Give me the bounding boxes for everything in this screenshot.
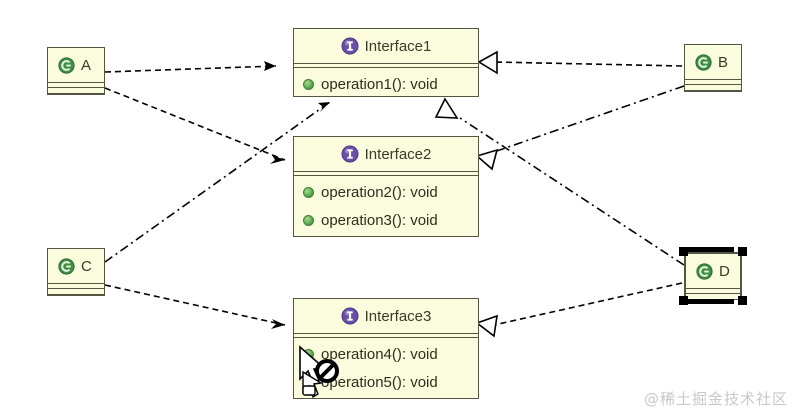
operation-dot-icon bbox=[303, 186, 314, 198]
class-node-c[interactable]: C bbox=[47, 248, 105, 296]
edge-d-interface3 bbox=[493, 282, 683, 326]
interface-node-interface3[interactable]: Interface3 operation4(): void operation5… bbox=[293, 298, 479, 399]
interface2-header: Interface2 bbox=[294, 137, 478, 171]
class-d-attributes-compartment bbox=[686, 288, 740, 293]
class-icon bbox=[58, 257, 75, 275]
interface-icon bbox=[341, 145, 359, 163]
operation-label: operation1(): void bbox=[321, 75, 438, 93]
class-node-a[interactable]: A bbox=[47, 47, 105, 95]
interface-icon bbox=[341, 307, 359, 325]
selection-handle-top-middle[interactable] bbox=[686, 247, 734, 252]
selection-handle-bottom-middle[interactable] bbox=[686, 299, 734, 304]
operation-dot-icon bbox=[303, 214, 314, 226]
class-c-operations-compartment bbox=[48, 288, 104, 295]
operation-label: operation3(): void bbox=[321, 211, 438, 229]
operation-row[interactable]: operation1(): void bbox=[294, 70, 478, 98]
interface1-operations: operation1(): void bbox=[294, 68, 478, 101]
class-icon bbox=[696, 262, 713, 280]
class-b-header: B bbox=[685, 45, 741, 79]
edge-b-interface2 bbox=[493, 85, 685, 153]
class-a-name: A bbox=[81, 56, 92, 74]
watermark: @稀土掘金技术社区 bbox=[643, 390, 788, 408]
edge-a-interface1 bbox=[104, 65, 277, 73]
interface-node-interface2[interactable]: Interface2 operation2(): void operation3… bbox=[293, 136, 479, 237]
arrowhead-b-interface2 bbox=[475, 148, 499, 171]
interface3-header: Interface3 bbox=[294, 299, 478, 333]
operation-row[interactable]: operation2(): void bbox=[294, 178, 478, 206]
operation-dot-icon bbox=[303, 376, 314, 388]
arrowhead-c-interface3 bbox=[271, 319, 285, 329]
operation-dot-icon bbox=[303, 348, 314, 360]
class-icon bbox=[695, 53, 712, 71]
class-a-attributes-compartment bbox=[48, 82, 104, 87]
class-b-attributes-compartment bbox=[685, 79, 741, 84]
interface1-header: Interface1 bbox=[294, 29, 478, 63]
interface3-name: Interface3 bbox=[364, 307, 432, 325]
class-node-b[interactable]: B bbox=[684, 44, 742, 92]
selection-handle-bottom-right[interactable] bbox=[738, 296, 747, 305]
operation-label: operation2(): void bbox=[321, 183, 438, 201]
class-d-header: D bbox=[686, 254, 740, 288]
edge-b-interface1 bbox=[493, 61, 683, 67]
class-c-name: C bbox=[81, 257, 92, 275]
interface2-name: Interface2 bbox=[364, 145, 432, 163]
arrowhead-a-interface2 bbox=[270, 155, 285, 164]
interface2-separator bbox=[294, 171, 478, 176]
selection-handle-bottom-left[interactable] bbox=[679, 296, 688, 305]
interface1-name: Interface1 bbox=[364, 37, 432, 55]
operation-label: operation4(): void bbox=[321, 345, 438, 363]
edge-a-interface2 bbox=[104, 87, 286, 161]
class-icon bbox=[58, 56, 75, 74]
selection-handle-top-left[interactable] bbox=[679, 247, 688, 256]
interface2-operations: operation2(): void operation3(): void bbox=[294, 176, 478, 237]
edge-c-interface3 bbox=[104, 284, 286, 326]
class-c-header: C bbox=[48, 249, 104, 283]
class-node-d[interactable]: D bbox=[684, 252, 742, 300]
edge-d-interface1 bbox=[459, 117, 685, 266]
arrowhead-d-interface1 bbox=[434, 97, 459, 119]
class-c-attributes-compartment bbox=[48, 283, 104, 288]
operation-row[interactable]: operation5(): void bbox=[294, 368, 478, 396]
arrowhead-a-interface1 bbox=[264, 61, 276, 71]
interface-node-interface1[interactable]: Interface1 operation1(): void bbox=[293, 28, 479, 97]
class-a-operations-compartment bbox=[48, 87, 104, 94]
class-b-operations-compartment bbox=[685, 84, 741, 91]
arrowhead-c-interface1 bbox=[318, 102, 330, 112]
class-d-name: D bbox=[719, 262, 730, 280]
arrowhead-d-interface3 bbox=[475, 314, 498, 338]
operation-label: operation5(): void bbox=[321, 373, 438, 391]
interface1-separator bbox=[294, 63, 478, 68]
operation-dot-icon bbox=[303, 78, 314, 90]
operation-row[interactable]: operation4(): void bbox=[294, 340, 478, 368]
operation-row[interactable]: operation3(): void bbox=[294, 206, 478, 234]
selection-handle-top-right[interactable] bbox=[738, 247, 747, 256]
arrowhead-b-interface1 bbox=[477, 50, 498, 75]
interface3-operations: operation4(): void operation5(): void bbox=[294, 338, 478, 399]
class-b-name: B bbox=[718, 53, 729, 71]
interface3-separator bbox=[294, 333, 478, 338]
interface-icon bbox=[341, 37, 359, 55]
class-a-header: A bbox=[48, 48, 104, 82]
